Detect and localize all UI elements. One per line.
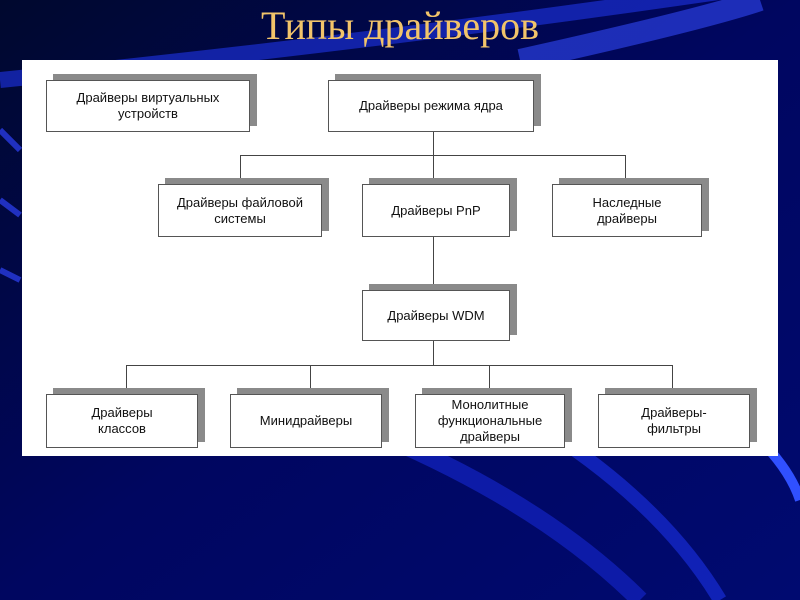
node-monolithic-drivers: Монолитные функциональные драйверы [415, 394, 565, 448]
node-legacy-drivers: Наследные драйверы [552, 184, 702, 237]
node-label: Наследные драйверы [592, 194, 662, 226]
connector [126, 365, 127, 393]
node-filter-drivers: Драйверы-фильтры [598, 394, 750, 448]
node-label: Драйверы режима ядра [359, 98, 503, 113]
node-label: Драйверы PnP [391, 202, 481, 218]
node-wdm-drivers: Драйверы WDM [362, 290, 510, 341]
slide-title: Типы драйверов [261, 3, 539, 48]
node-label: Монолитные функциональные драйверы [437, 397, 543, 444]
connector [625, 155, 626, 182]
node-virtual-drivers: Драйверы виртуальных устройств [46, 80, 250, 132]
connector [672, 365, 673, 393]
node-label: Драйверы классов [91, 405, 153, 436]
node-minidrivers: Минидрайверы [230, 394, 382, 448]
connector [433, 131, 434, 155]
node-label: Драйверы виртуальных устройств [76, 90, 220, 121]
connector [433, 340, 434, 365]
node-label: Драйверы-фильтры [641, 405, 707, 436]
connector [240, 155, 241, 182]
connector [489, 365, 490, 393]
node-label: Драйверы WDM [387, 307, 485, 323]
connector [433, 155, 434, 182]
node-label: Драйверы файловой системы [176, 194, 304, 226]
node-label: Минидрайверы [259, 413, 353, 428]
connector [433, 236, 434, 288]
node-class-drivers: Драйверы классов [46, 394, 198, 448]
node-kernel-mode-drivers: Драйверы режима ядра [328, 80, 534, 132]
connector [310, 365, 311, 393]
node-pnp-drivers: Драйверы PnP [362, 184, 510, 237]
node-filesystem-drivers: Драйверы файловой системы [158, 184, 322, 237]
connector [126, 365, 673, 366]
